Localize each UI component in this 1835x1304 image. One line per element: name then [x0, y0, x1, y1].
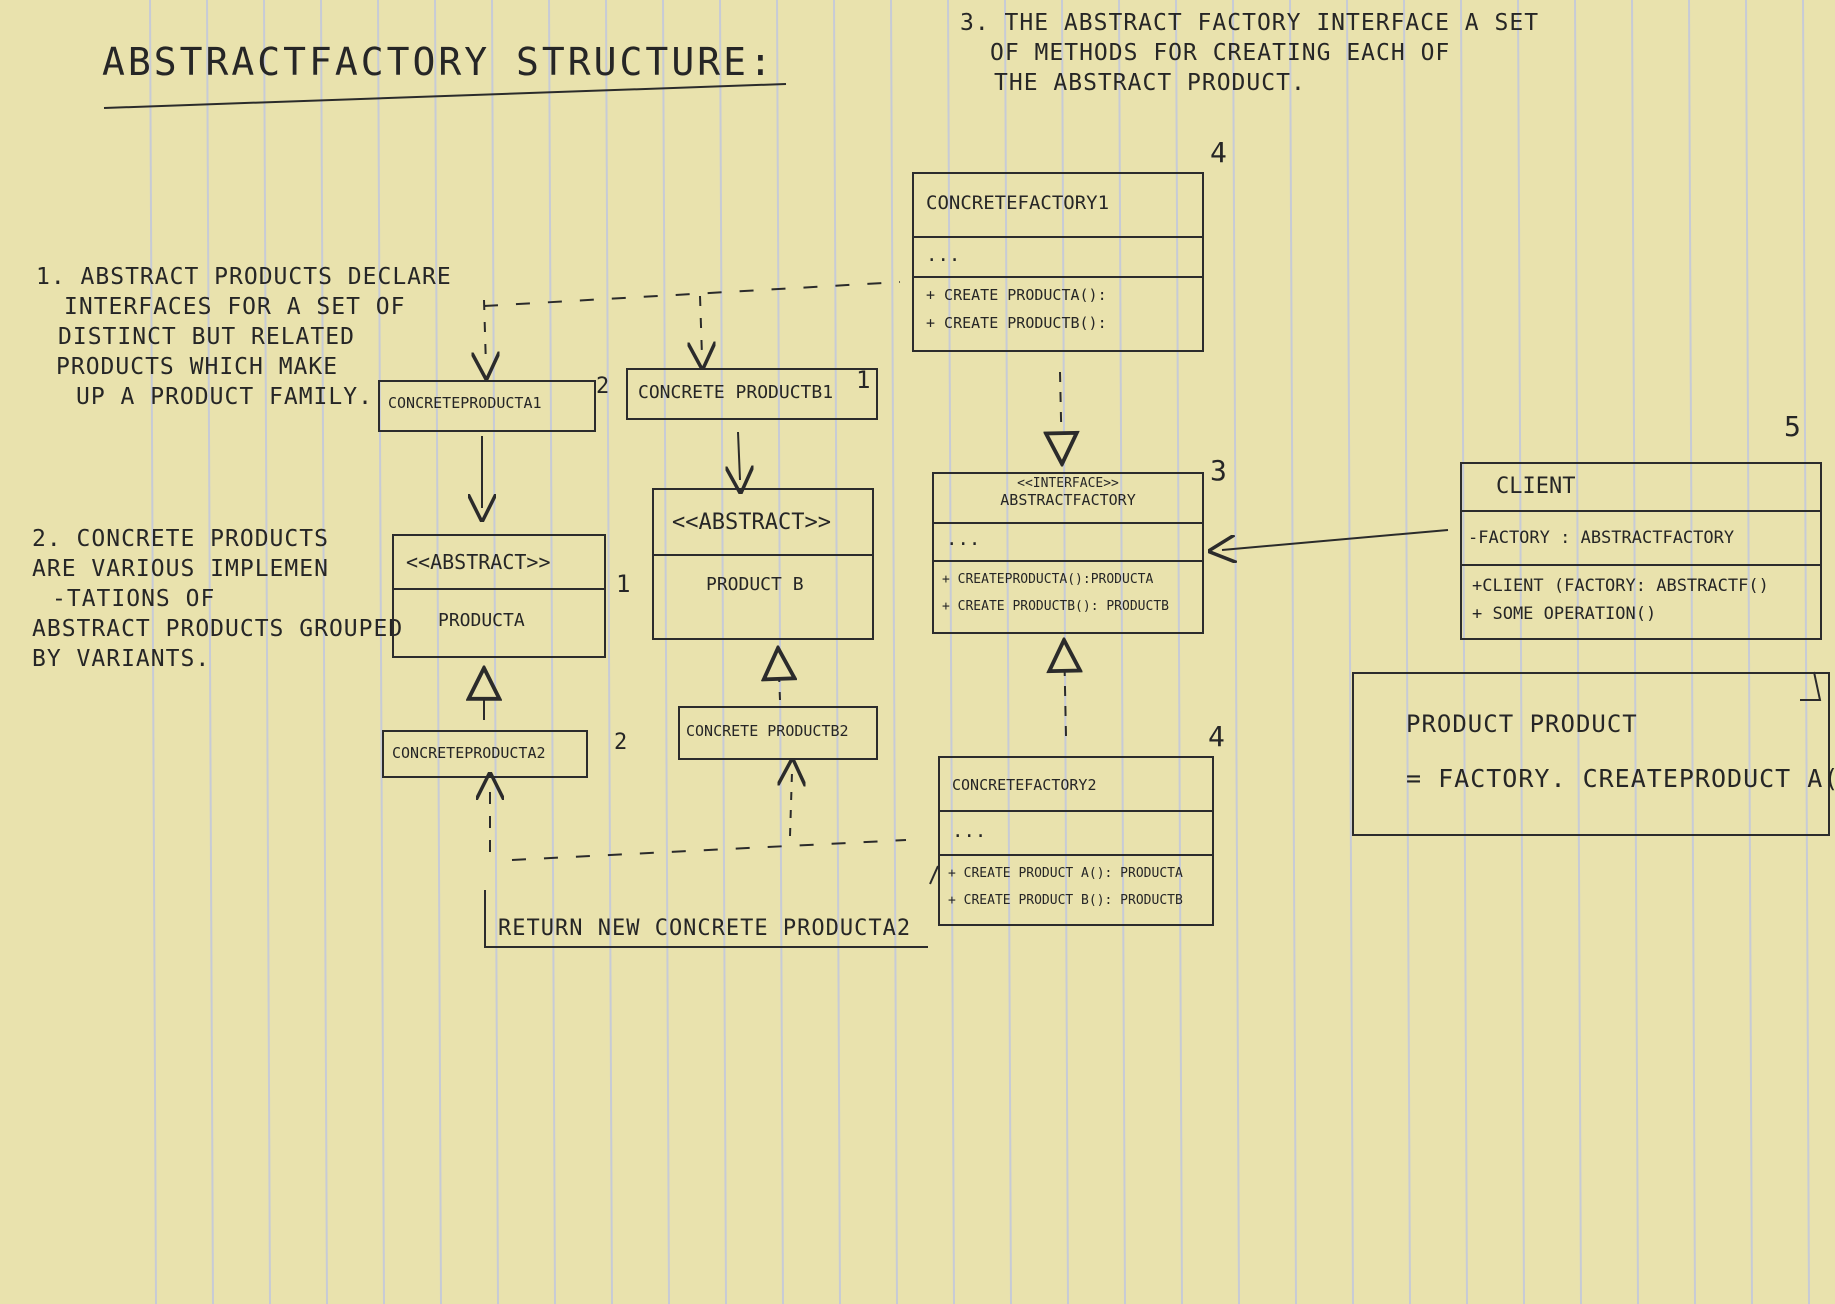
label-number: 1	[616, 570, 632, 598]
method-create-product-a: + CREATEPRODUCTA():PRODUCTA	[942, 572, 1154, 587]
ruled-line	[1745, 0, 1753, 1304]
page-title: ABSTRACTFACTORY STRUCTURE:	[102, 40, 775, 84]
class-name: CLIENT	[1496, 474, 1576, 499]
ruled-line	[1346, 0, 1354, 1304]
label-number: 2	[614, 730, 629, 755]
client-note: PRODUCT PRODUCT = FACTORY. CREATEPRODUCT…	[1352, 672, 1835, 836]
class-stereotype: <<INTERFACE>>	[1017, 476, 1119, 491]
ruled-line	[662, 0, 670, 1304]
ruled-line	[434, 0, 442, 1304]
class-name: CONCRETE PRODUCTB2	[686, 722, 849, 740]
class-abstract-product-a: <<ABSTRACT>> PRODUCTA	[392, 534, 606, 658]
class-concrete-product-b1: CONCRETE PRODUCTB1	[626, 368, 878, 420]
note-2: 2. CONCRETE PRODUCTS ARE VARIOUS IMPLEME…	[32, 526, 404, 672]
client-note-line-1: PRODUCT PRODUCT	[1406, 710, 1638, 738]
label-number: 2	[596, 374, 611, 399]
class-name: CONCRETEPRODUCTA2	[392, 744, 546, 762]
ruled-line	[1460, 0, 1468, 1304]
ruled-line	[1517, 0, 1525, 1304]
ruled-line	[1289, 0, 1297, 1304]
method-client-constructor: +CLIENT (FACTORY: ABSTRACTF()	[1472, 576, 1769, 596]
ruled-line	[719, 0, 727, 1304]
ruled-line	[605, 0, 613, 1304]
class-abstract-product-b: <<ABSTRACT>> PRODUCT B	[652, 488, 874, 640]
method-create-product-a: + CREATE PRODUCT A(): PRODUCTA	[948, 866, 1183, 881]
method-create-product-b: + CREATE PRODUCTB(): PRODUCTB	[942, 599, 1169, 614]
class-concrete-product-a2: CONCRETEPRODUCTA2	[382, 730, 588, 778]
ruled-line	[1688, 0, 1696, 1304]
class-fields: ...	[952, 820, 987, 842]
class-stereotype: <<ABSTRACT>>	[406, 550, 551, 574]
ruled-line	[149, 0, 157, 1304]
ruled-line	[320, 0, 328, 1304]
label-number: 3	[1210, 454, 1228, 487]
class-concrete-factory-2: CONCRETEFACTORY2 ... + CREATE PRODUCT A(…	[938, 756, 1214, 926]
label-number: 1	[856, 366, 872, 394]
class-name: PRODUCTA	[438, 610, 525, 631]
ruled-line	[1403, 0, 1411, 1304]
class-concrete-factory-1: CONCRETEFACTORY1 ... + CREATE PRODUCTA()…	[912, 172, 1204, 352]
ruled-line	[1802, 0, 1810, 1304]
ruled-line	[491, 0, 499, 1304]
class-name: CONCRETEFACTORY2	[952, 776, 1097, 794]
method-create-product-a: + CREATE PRODUCTA():	[926, 286, 1107, 304]
ruled-line	[1004, 0, 1012, 1304]
method-create-product-b: + CREATE PRODUCTB():	[926, 314, 1107, 332]
note-3: 3. THE ABSTRACT FACTORY INTERFACE A SET …	[960, 10, 1540, 96]
class-client: CLIENT -FACTORY : ABSTRACTFACTORY +CLIEN…	[1460, 462, 1822, 640]
ruled-line	[263, 0, 271, 1304]
class-name: PRODUCT B	[706, 574, 804, 595]
note-1: 1. ABSTRACT PRODUCTS DECLARE INTERFACES …	[36, 264, 452, 410]
client-note-line-2: = FACTORY. CREATEPRODUCT A()	[1406, 764, 1835, 793]
ruled-line	[947, 0, 955, 1304]
method-some-operation: + SOME OPERATION()	[1472, 604, 1657, 624]
class-fields: -FACTORY : ABSTRACTFACTORY	[1468, 528, 1735, 548]
return-note: RETURN NEW CONCRETE PRODUCTA2	[484, 890, 928, 948]
ruled-line	[1232, 0, 1240, 1304]
ruled-line	[1175, 0, 1183, 1304]
label-number: 4	[1208, 720, 1226, 753]
return-note-text: RETURN NEW CONCRETE PRODUCTA2	[498, 916, 912, 941]
label-number: 4	[1210, 136, 1228, 169]
class-abstract-factory: <<INTERFACE>> ABSTRACTFACTORY ... + CREA…	[932, 472, 1204, 634]
class-concrete-product-b2: CONCRETE PRODUCTB2	[678, 706, 878, 760]
ruled-line	[833, 0, 841, 1304]
ruled-line	[206, 0, 214, 1304]
ruled-line	[1631, 0, 1639, 1304]
ruled-line	[890, 0, 898, 1304]
class-fields: ...	[926, 244, 961, 266]
class-name: CONCRETEFACTORY1	[926, 192, 1110, 214]
ruled-line	[548, 0, 556, 1304]
class-fields: ...	[946, 528, 981, 550]
ruled-line	[1574, 0, 1582, 1304]
class-name: CONCRETE PRODUCTB1	[638, 382, 834, 403]
class-name: CONCRETEPRODUCTA1	[388, 394, 542, 412]
label-number: 5	[1784, 410, 1802, 443]
ruled-line	[377, 0, 385, 1304]
class-concrete-product-a1: CONCRETEPRODUCTA1	[378, 380, 596, 432]
ruled-line	[1118, 0, 1126, 1304]
class-name: ABSTRACTFACTORY	[1000, 491, 1136, 509]
method-create-product-b: + CREATE PRODUCT B(): PRODUCTB	[948, 893, 1183, 908]
ruled-line	[776, 0, 784, 1304]
class-stereotype: <<ABSTRACT>>	[672, 510, 831, 535]
